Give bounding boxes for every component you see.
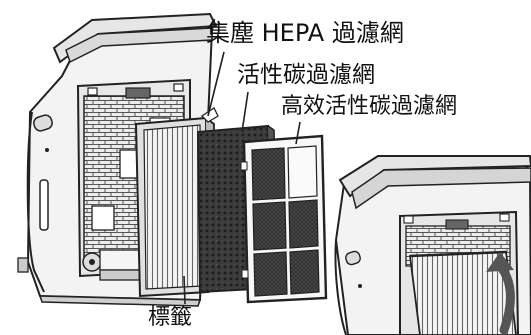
leader-tag [183,275,186,305]
leader-hi-carbon [295,121,301,145]
leader-hepa [207,51,225,117]
air-purifier-right [334,155,531,335]
high-efficiency-carbon-filter [240,134,328,304]
label-high-efficiency-carbon-filter: 高效活性碳過濾網 [281,94,458,119]
label-tag: 標籤 [148,305,193,330]
label-activated-carbon-filter: 活性碳過濾網 [237,62,375,88]
leader-carbon [241,91,249,133]
label-hepa-filter: 集塵 HEPA 過濾網 [206,19,404,47]
leader-lines [183,51,301,305]
